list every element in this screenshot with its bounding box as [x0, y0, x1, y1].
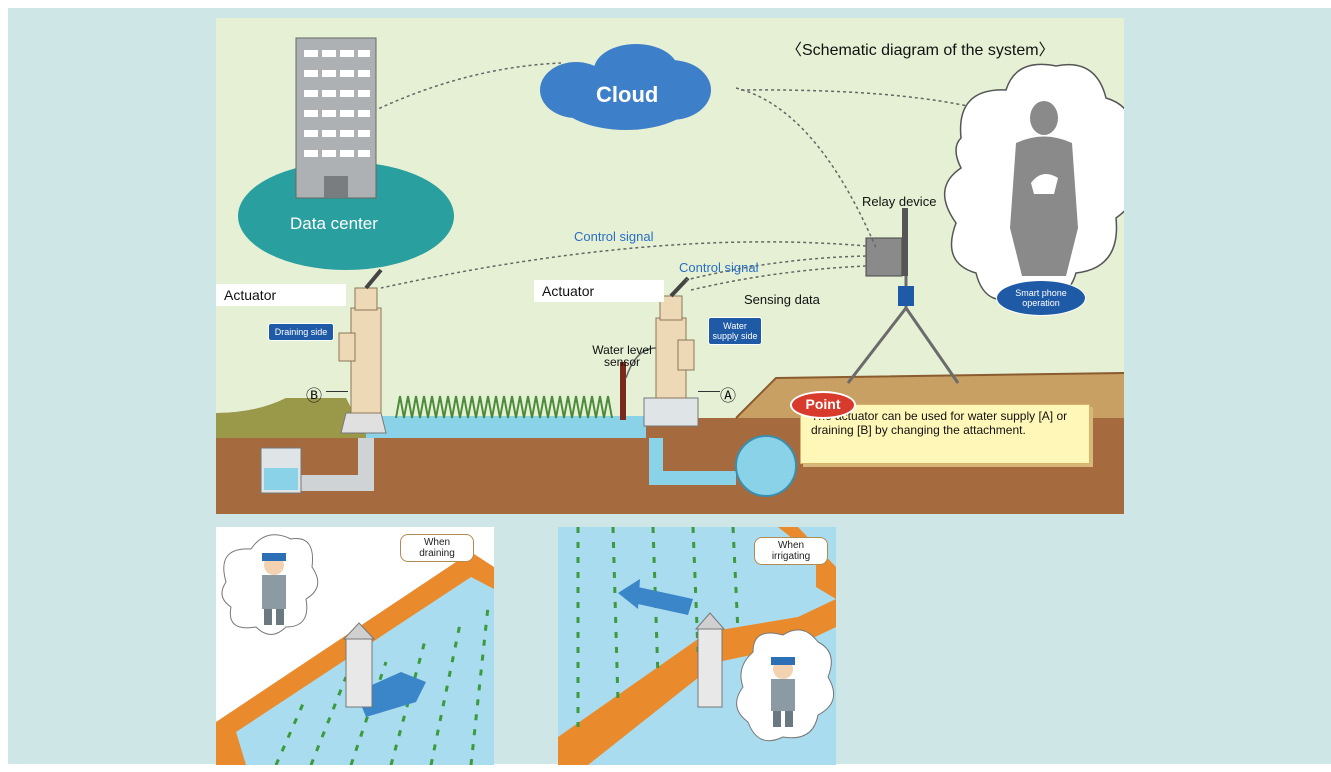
- cloud-label: Cloud: [596, 82, 659, 107]
- left-actuator-body: [338, 268, 387, 434]
- draining-actuator: [345, 636, 373, 708]
- draining-rice-rows: [274, 606, 490, 765]
- draining-illustration: When draining: [216, 527, 494, 765]
- draining-drawing: [216, 534, 494, 765]
- marker-b: Ⓑ: [306, 388, 323, 405]
- relay-device-label: Relay device: [862, 194, 937, 209]
- irrigating-illustration: When irrigating: [558, 527, 836, 765]
- data-center-ellipse: [238, 162, 454, 270]
- marker-b-arrow: [326, 391, 348, 392]
- water-level-sensor-pole: [620, 362, 626, 420]
- irrigating-top-border: [778, 527, 836, 599]
- point-box: The actuator can be used for water suppl…: [800, 404, 1090, 464]
- data-center-label: Data center: [290, 214, 378, 233]
- point-badge-text: Point: [805, 396, 841, 412]
- water-level-sensor-label: Water level sensor: [592, 343, 652, 369]
- actuator-left-label: Actuator: [216, 284, 346, 306]
- paddy-water: [366, 416, 646, 438]
- person-silhouette: [1010, 101, 1078, 276]
- smart-phone-tag: Smart phone operation: [996, 280, 1086, 316]
- schematic-panel: 〈Schematic diagram of the system〉 Cloud …: [216, 18, 1124, 514]
- rice-plants: [395, 395, 613, 419]
- point-badge: Point: [790, 391, 856, 419]
- relay-battery: [898, 286, 914, 306]
- right-actuator-body: [643, 276, 699, 427]
- actuator-right-label: Actuator: [534, 280, 664, 302]
- irrigating-actuator: [697, 626, 723, 708]
- irrigating-caption: When irrigating: [754, 537, 828, 565]
- diagram-title: 〈Schematic diagram of the system〉: [786, 42, 1055, 59]
- water-supply-side-tag: Water supply side: [708, 317, 762, 345]
- relay-device-box: [865, 237, 903, 277]
- supply-pipe-end: [735, 435, 797, 497]
- cloud-shape: [540, 44, 711, 130]
- marker-a: Ⓐ: [720, 388, 737, 405]
- draining-caption: When draining: [400, 534, 474, 562]
- sensing-data-label: Sensing data: [744, 292, 820, 307]
- smart-phone-tag-text: Smart phone operation: [1015, 288, 1067, 308]
- irrigating-flow-arrow: [633, 587, 693, 615]
- irrigating-drawing: [558, 527, 836, 765]
- marker-a-arrow: [698, 391, 720, 392]
- draining-side-tag: Draining side: [268, 323, 334, 341]
- control-signal-label-1: Control signal: [574, 229, 654, 244]
- schematic-drawing: [216, 37, 1124, 514]
- draining-flow-arrow: [356, 672, 426, 717]
- control-signal-label-2: Control signal: [679, 260, 759, 275]
- point-text: The actuator can be used for water suppl…: [811, 409, 1068, 437]
- data-center-building: [295, 37, 377, 199]
